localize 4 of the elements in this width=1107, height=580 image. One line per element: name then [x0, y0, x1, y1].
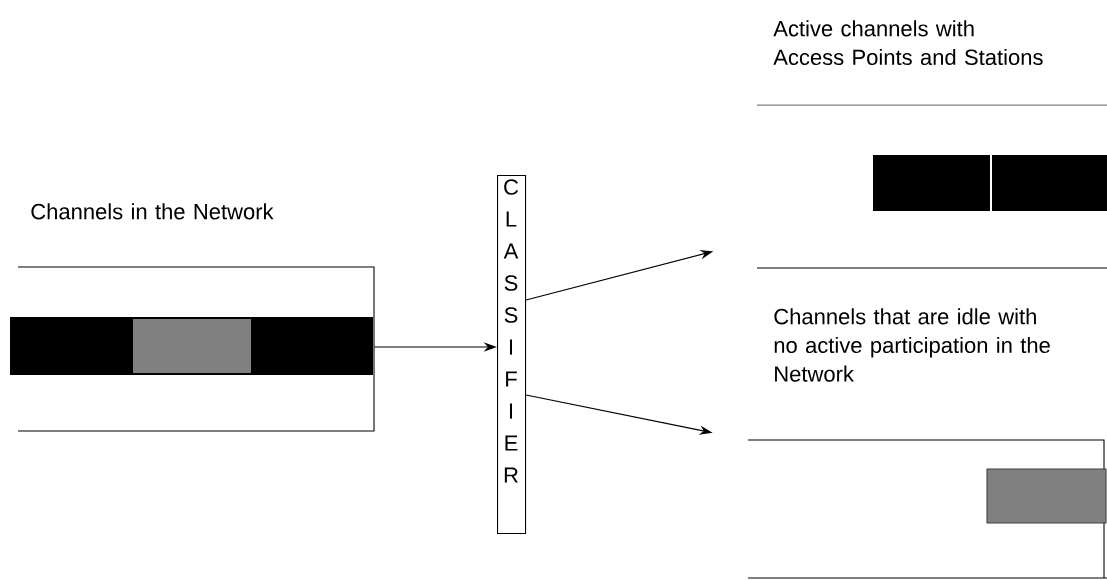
heading: Channels in the Network — [31, 203, 274, 220]
classifier-box: CLASSIFIER — [497, 175, 527, 535]
heading: Active channels with Access Points and Stations — [773, 20, 1043, 66]
heading: Channels that are idle with no active participation in the Network — [774, 308, 1050, 382]
